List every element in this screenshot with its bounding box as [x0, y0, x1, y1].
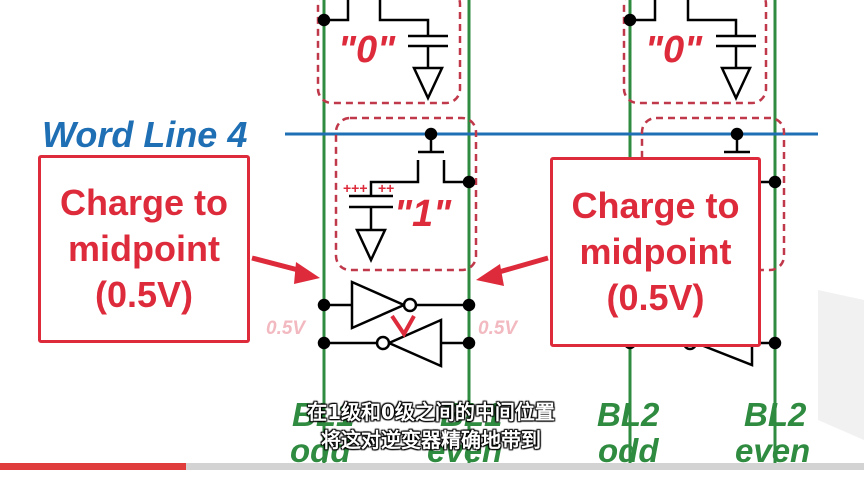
memory-cell-top-left: [316, 0, 462, 105]
word-line-label: Word Line 4: [42, 114, 247, 155]
bl1-odd-label-bottom: odd: [290, 432, 351, 469]
callout-left-line3: (0.5V): [94, 274, 194, 315]
cell-top-right-value: "0": [645, 29, 703, 71]
voltage-label-left: 0.5V: [266, 318, 306, 339]
video-progress-bar[interactable]: [0, 463, 864, 470]
callout-charge-left: Charge to midpoint (0.5V): [38, 155, 250, 343]
callout-right-line1: Charge to: [571, 185, 740, 226]
cell-middle-circuit: [349, 127, 476, 263]
watermark-shape: [818, 290, 864, 440]
inverter-feedback-arrow: [390, 314, 416, 338]
bl1-even-label-top: BL1: [440, 396, 502, 433]
voltage-label-right: 0.5V: [478, 318, 518, 339]
callout-charge-right: Charge to midpoint (0.5V): [550, 157, 761, 347]
bl2-even-label-bottom: even: [735, 432, 810, 469]
cell-top-left-circuit: [317, 0, 448, 101]
bl2-odd-label-top: BL2: [597, 396, 660, 433]
bl2-odd-label-bottom: odd: [598, 432, 659, 469]
cell-middle-charge: +++: [343, 180, 368, 196]
arrow-left: [251, 255, 320, 284]
bl2-even-label-top: BL2: [744, 396, 807, 433]
video-progress-fill: [0, 463, 186, 470]
subtitle-line-2: 将这对逆变器精确地带到: [321, 428, 541, 452]
cell-middle-value: "1": [394, 193, 452, 235]
cell-top-left-value: "0": [338, 29, 396, 71]
cell-top-right-circuit: [623, 0, 756, 101]
arrow-right: [476, 255, 549, 286]
callout-left-line2: midpoint: [68, 228, 220, 269]
bottom-strip: [0, 470, 864, 486]
callout-left-line1: Charge to: [59, 182, 228, 223]
callout-right-line2: midpoint: [579, 231, 732, 272]
subtitle-line-1: 在1级和0级之间的中间位置: [307, 400, 555, 424]
memory-cell-top-right: [622, 0, 768, 105]
cell-middle-charge-extra: ++: [378, 180, 394, 196]
bl1-odd-label-top: BL1: [292, 396, 354, 433]
bl1-even-label-bottom: even: [427, 432, 502, 469]
callout-right-line3: (0.5V): [606, 277, 705, 318]
memory-cell-middle: [334, 116, 478, 272]
sense-amplifier-bl1: [317, 280, 476, 368]
